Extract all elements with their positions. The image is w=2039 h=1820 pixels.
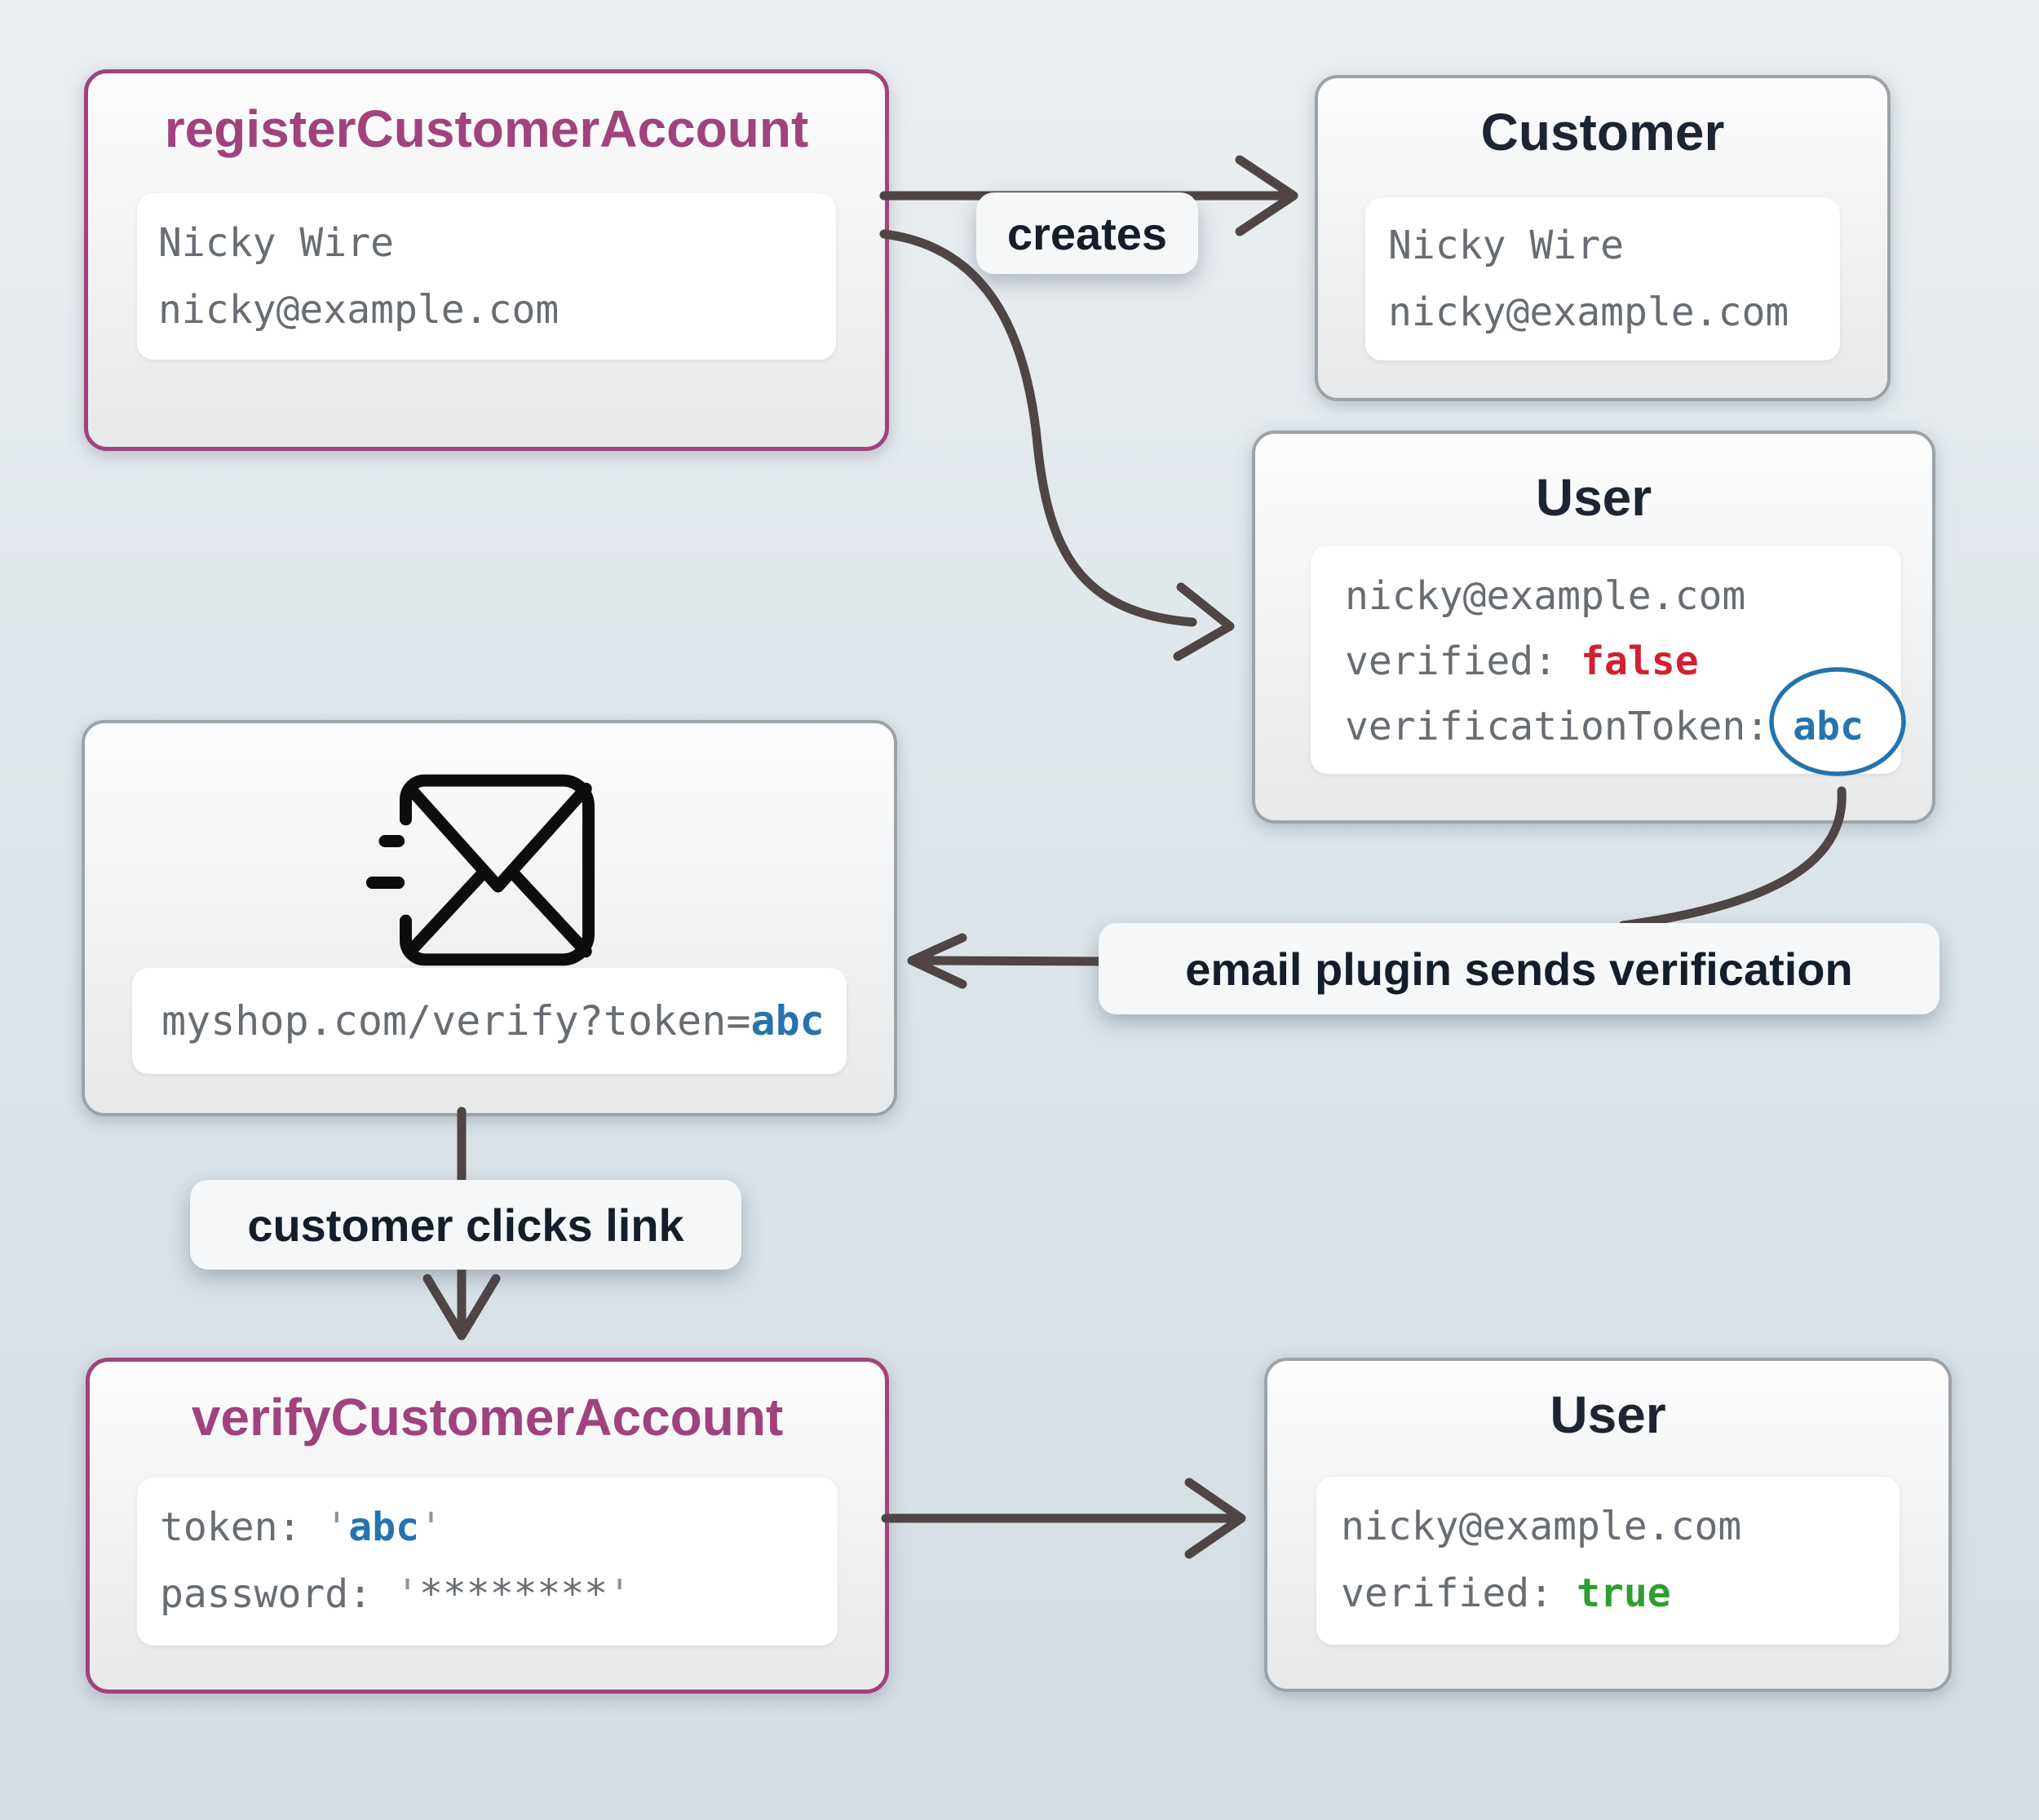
- close-quote: ': [608, 1571, 632, 1617]
- email-node-url-box: myshop.com/verify?token=abc: [132, 968, 847, 1074]
- register-node-payload: Nicky Wire nicky@example.com: [137, 193, 836, 360]
- verify-url-prefix: myshop.com/verify?token=: [161, 997, 751, 1045]
- mail-send-icon: [365, 774, 595, 966]
- token-key: verificationToken:: [1345, 704, 1770, 749]
- verify-password-line: password: '********': [160, 1561, 838, 1628]
- verified-value-true: true: [1577, 1570, 1671, 1616]
- customer-node-payload: Nicky Wire nicky@example.com: [1365, 197, 1840, 360]
- verify-node-payload: token:'abc' password:'********': [137, 1478, 838, 1646]
- token-value: abc: [1793, 704, 1864, 749]
- verified-key: verified:: [1341, 1570, 1554, 1616]
- verify-url-token: abc: [750, 997, 825, 1045]
- user-unverified-verified-line: verified: false: [1345, 629, 1901, 694]
- verify-password-value: ********: [419, 1571, 608, 1617]
- clicks-link-arrowhead: [422, 1274, 501, 1341]
- register-email-line: nicky@example.com: [158, 287, 560, 333]
- verify-password-key: password:: [160, 1571, 373, 1617]
- register-customer-account-node: registerCustomerAccount Nicky Wire nicky…: [84, 69, 889, 451]
- mail-icon-back-right: [509, 869, 592, 958]
- customer-email-line: nicky@example.com: [1388, 289, 1789, 335]
- open-quote: ': [325, 1504, 349, 1550]
- mail-icon-back-left: [404, 869, 488, 958]
- verify-node-title: verifyCustomerAccount: [191, 1388, 784, 1447]
- verify-token-line: token: 'abc': [160, 1494, 838, 1561]
- user-verified-verified-line: verified: true: [1341, 1560, 1900, 1627]
- user-verified-email-line: nicky@example.com: [1341, 1504, 1742, 1549]
- mail-icon-flap: [404, 782, 592, 893]
- creates-edge-label: creates: [976, 192, 1198, 274]
- close-quote: ': [419, 1504, 443, 1550]
- user-unverified-payload: nicky@example.com verified: false verific…: [1311, 546, 1901, 774]
- user-unverified-token-line: verificationToken: abc: [1345, 694, 1901, 759]
- customer-name-line: Nicky Wire: [1388, 223, 1624, 268]
- creates-user-arrowhead: [1173, 582, 1235, 661]
- customer-clicks-edge-label: customer clicks link: [190, 1180, 741, 1270]
- user-verified-title: User: [1550, 1385, 1666, 1444]
- verified-key: verified:: [1345, 638, 1558, 684]
- verify-customer-account-node: verifyCustomerAccount token:'abc' passwo…: [86, 1358, 889, 1694]
- user-unverified-title: User: [1535, 468, 1652, 527]
- user-unverified-node: User nicky@example.com verified: false ve…: [1252, 431, 1935, 824]
- email-node: myshop.com/verify?token=abc: [82, 720, 897, 1116]
- register-node-title: registerCustomerAccount: [164, 99, 809, 158]
- verified-value-false: false: [1581, 638, 1699, 684]
- register-name-line: Nicky Wire: [158, 220, 394, 266]
- verify-token-key: token:: [160, 1504, 302, 1550]
- sends-email-arrowhead: [907, 933, 967, 989]
- creates-arrowhead: [1235, 155, 1298, 236]
- open-quote: ': [396, 1571, 419, 1617]
- customer-node-title: Customer: [1480, 103, 1725, 161]
- customer-node: Customer Nicky Wire nicky@example.com: [1315, 75, 1891, 401]
- user-unverified-email-line: nicky@example.com: [1345, 573, 1746, 619]
- user-verified-node: User nicky@example.com verified: true: [1264, 1358, 1952, 1692]
- verify-token-value: abc: [348, 1504, 419, 1550]
- email-plugin-edge-label: email plugin sends verification: [1099, 923, 1939, 1014]
- user-verified-payload: nicky@example.com verified: true: [1316, 1477, 1900, 1645]
- creates-user-curve: [879, 229, 1197, 627]
- verify-user-arrowhead: [1184, 1478, 1246, 1559]
